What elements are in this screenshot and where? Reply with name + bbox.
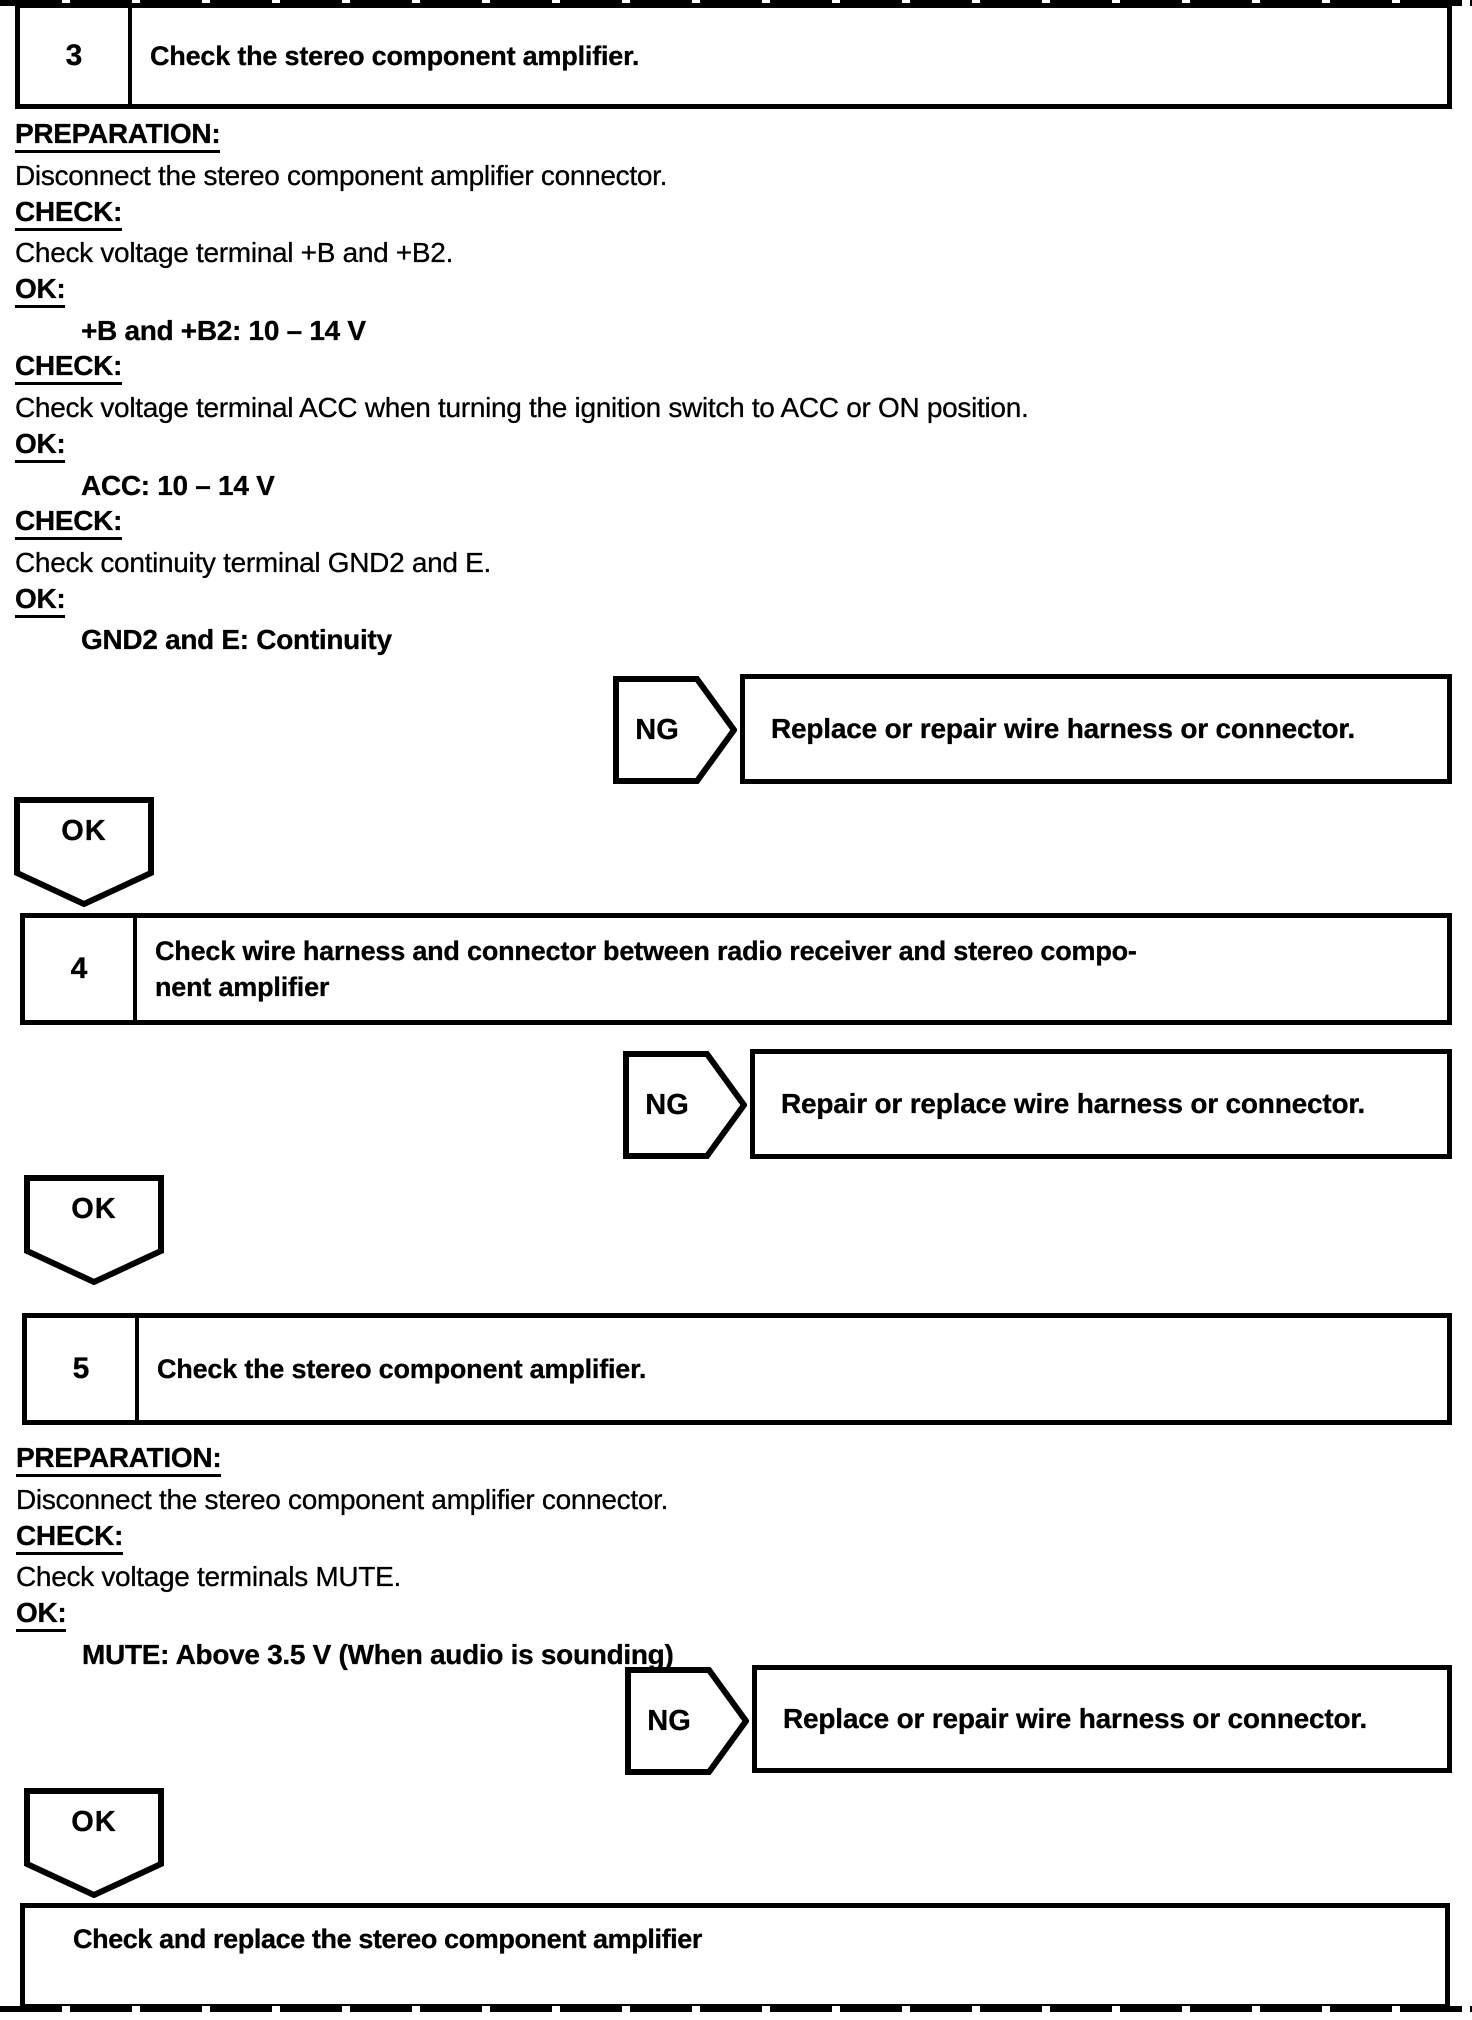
ok-arrow-shape (14, 797, 154, 907)
ng-2-label: NG (645, 1088, 689, 1121)
procedure-line: Disconnect the stereo component amplifie… (16, 1484, 669, 1516)
procedure-line: MUTE: Above 3.5 V (When audio is soundin… (82, 1638, 674, 1670)
ok-1-arrow: OK (14, 797, 154, 907)
ng-1-label: NG (635, 713, 679, 746)
step-3-title-text: Check the stereo component amplifier. (150, 41, 640, 71)
procedure-line: Check voltage terminal ACC when turning … (15, 392, 1029, 424)
step-5-number: 5 (27, 1318, 139, 1420)
procedure-line: CHECK: (16, 1519, 1456, 1558)
procedure-line: CHECK: (15, 195, 1455, 234)
ng-2-action-box: Repair or replace wire harness or connec… (750, 1049, 1452, 1159)
procedure-line: Check voltage terminals MUTE. (16, 1561, 402, 1593)
procedure-line: PREPARATION: (15, 118, 1455, 157)
step-5-title-text: Check the stereo component amplifier. (157, 1354, 647, 1384)
ng-3-action-text: Replace or repair wire harness or connec… (783, 1703, 1368, 1734)
final-result-box: Check and replace the stereo component a… (20, 1903, 1450, 2009)
ng-3-action-box: Replace or repair wire harness or connec… (752, 1665, 1452, 1773)
step-3-title: Check the stereo component amplifier. (132, 8, 1447, 104)
ng-1-action-box: Replace or repair wire harness or connec… (740, 674, 1452, 784)
ng-2-arrow: NG (623, 1051, 747, 1159)
ok-2-label: OK (71, 1193, 117, 1225)
ok-1-label: OK (61, 815, 107, 847)
ng-arrow-shape (623, 1051, 747, 1159)
step-4-title-line2: nent amplifier (155, 972, 330, 1002)
final-result-text: Check and replace the stereo component a… (73, 1924, 703, 1954)
procedure-line: CHECK: (15, 350, 1455, 389)
procedure-line: PREPARATION: (16, 1442, 1456, 1481)
ng-1-arrow: NG (613, 676, 737, 784)
step-3-number: 3 (20, 8, 132, 104)
ok-3-label: OK (71, 1806, 117, 1838)
procedure-line: ACC: 10 – 14 V (81, 469, 275, 501)
step-3-box: 3 Check the stereo component amplifier. (15, 3, 1452, 109)
ng-arrow-shape (625, 1667, 749, 1775)
ng-1-action-text: Replace or repair wire harness or connec… (771, 713, 1356, 744)
step-5-procedure: PREPARATION: Disconnect the stereo compo… (16, 1442, 1456, 1674)
procedure-line: Check continuity terminal GND2 and E. (15, 546, 492, 578)
ng-3-label: NG (647, 1704, 691, 1737)
ng-arrow-shape (613, 676, 737, 784)
page-bottom-rule (0, 2006, 1472, 2012)
step-5-box: 5 Check the stereo component amplifier. (22, 1313, 1452, 1425)
procedure-line: CHECK: (15, 505, 1455, 544)
ng-3-arrow: NG (625, 1667, 749, 1775)
ok-3-arrow: OK (24, 1788, 164, 1898)
procedure-line: GND2 and E: Continuity (81, 624, 392, 656)
procedure-line: OK: (16, 1597, 1456, 1636)
ok-2-arrow: OK (24, 1175, 164, 1285)
procedure-line: +B and +B2: 10 – 14 V (81, 314, 366, 346)
procedure-line: OK: (15, 582, 1455, 621)
step-4-box: 4 Check wire harness and connector betwe… (20, 913, 1452, 1025)
step-4-title-line1: Check wire harness and connector between… (155, 936, 1137, 966)
procedure-line: OK: (15, 428, 1455, 467)
procedure-line: Check voltage terminal +B and +B2. (15, 237, 454, 269)
step-4-title: Check wire harness and connector between… (137, 918, 1447, 1020)
procedure-line: OK: (15, 273, 1455, 312)
ok-arrow-shape (24, 1788, 164, 1898)
step-5-title: Check the stereo component amplifier. (139, 1318, 1447, 1420)
step-4-number: 4 (25, 918, 137, 1020)
ng-2-action-text: Repair or replace wire harness or connec… (781, 1088, 1366, 1119)
step-3-procedure: PREPARATION: Disconnect the stereo compo… (15, 118, 1455, 660)
procedure-line: Disconnect the stereo component amplifie… (15, 160, 668, 192)
ok-arrow-shape (24, 1175, 164, 1285)
